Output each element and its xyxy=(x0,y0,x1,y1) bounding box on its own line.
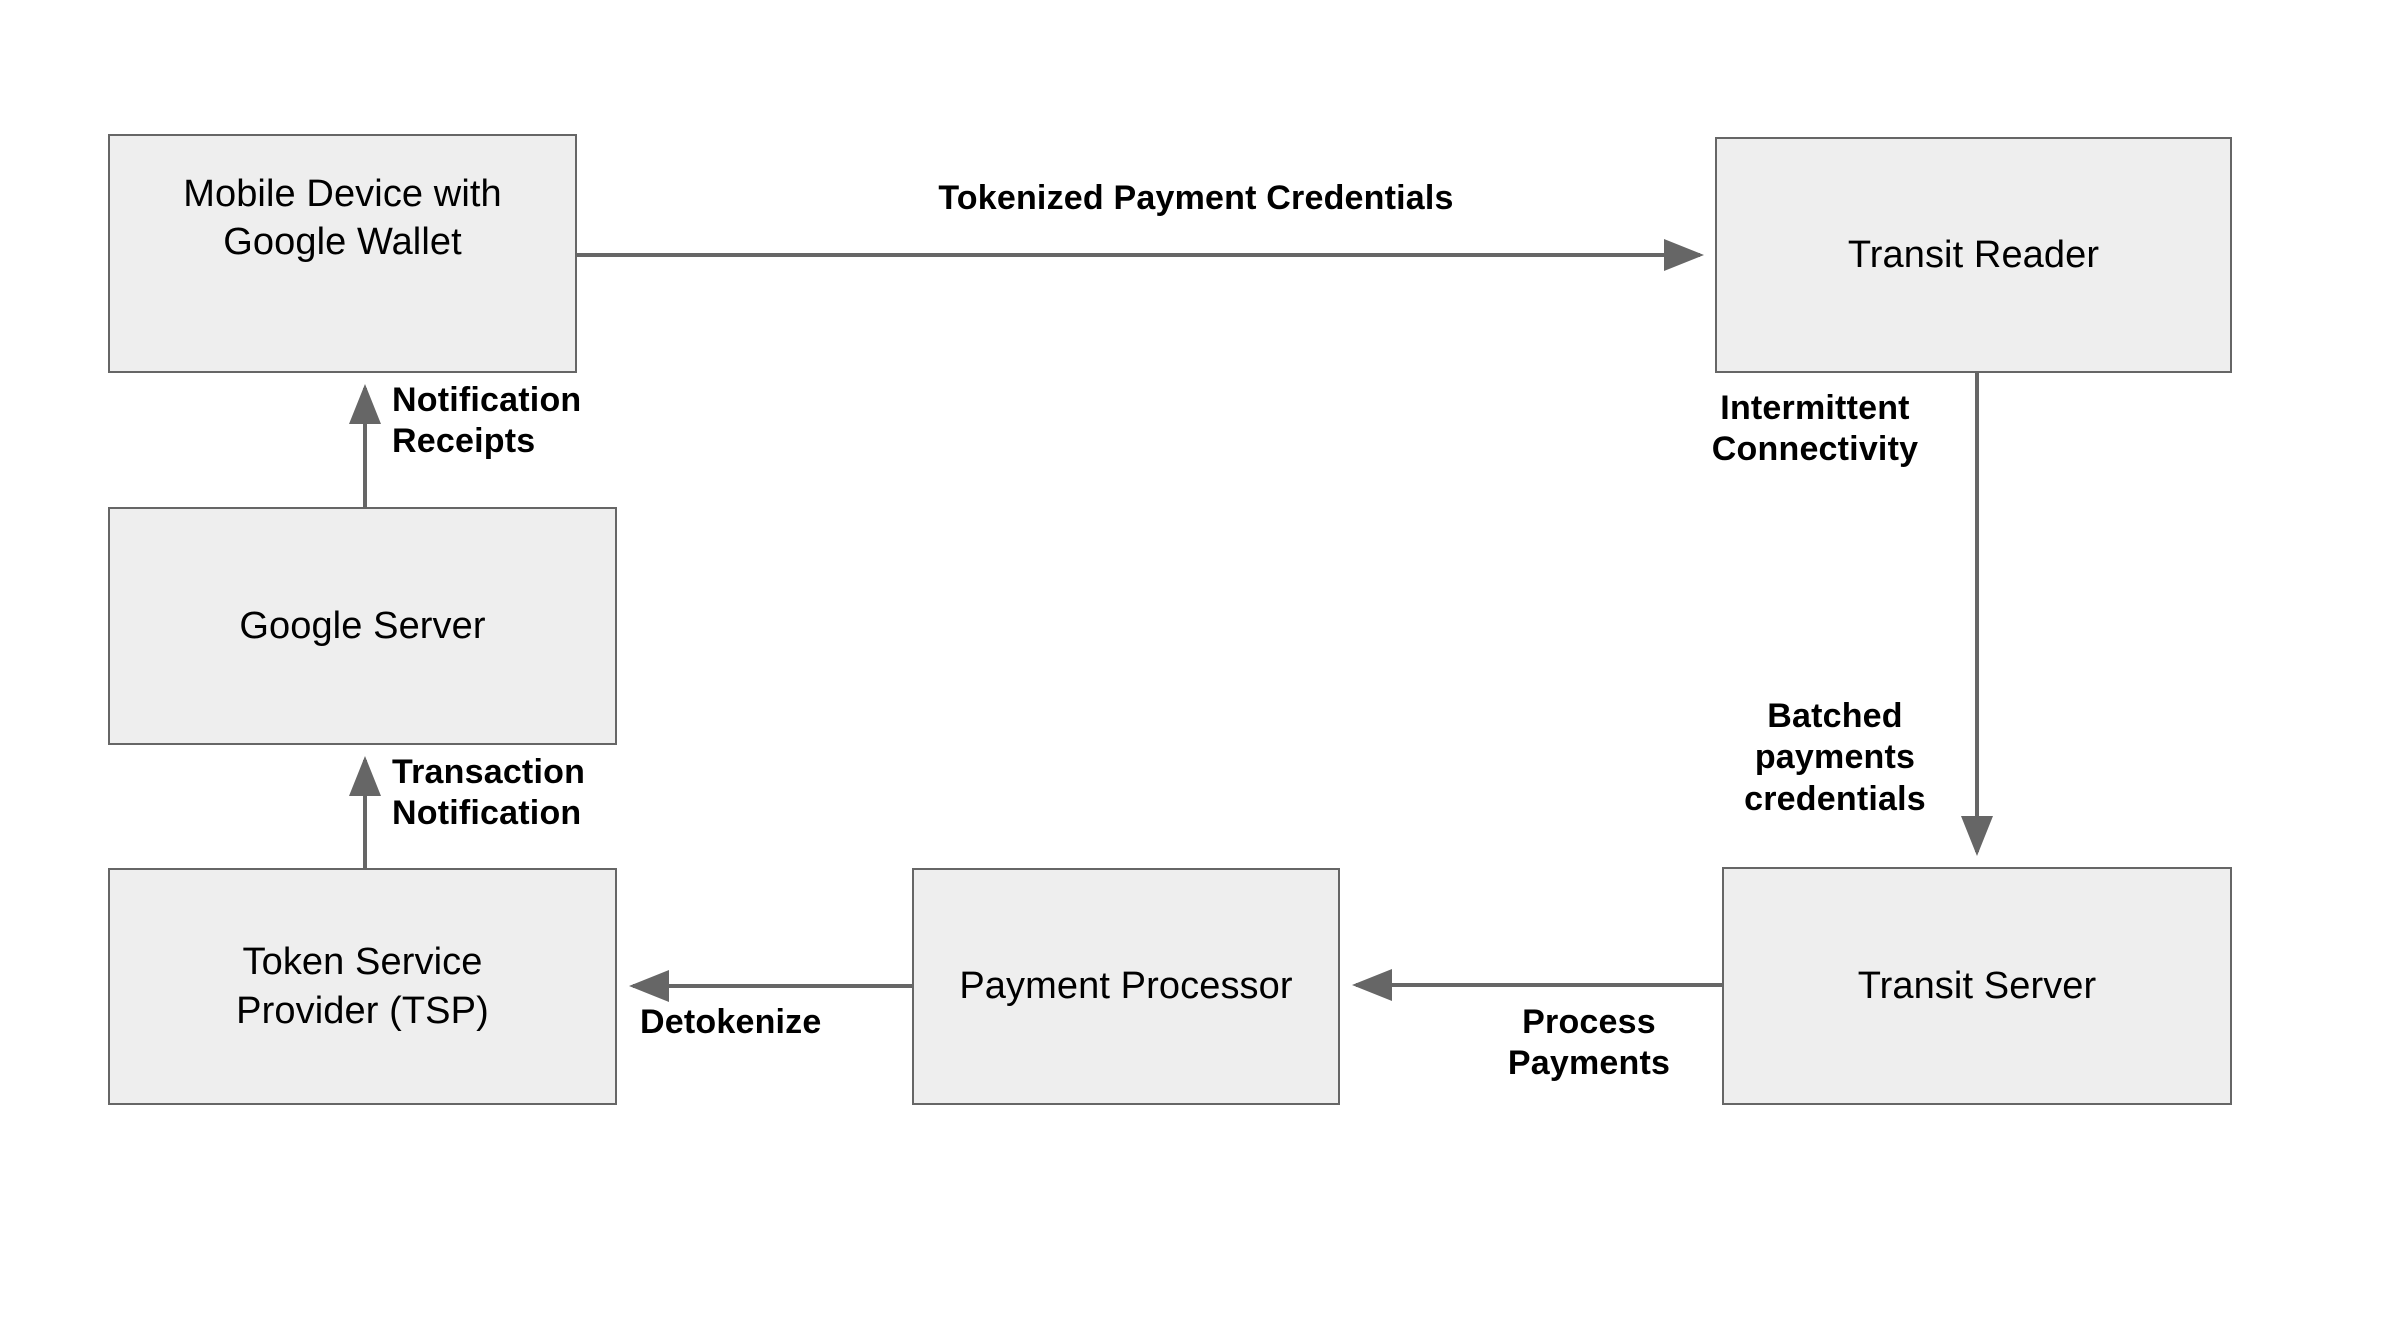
edge-label-line-1: Intermittent xyxy=(1720,389,1910,427)
edge-label-transaction-notification: Transaction Notification xyxy=(392,752,692,835)
edge-label-intermittent-connectivity: Intermittent Connectivity xyxy=(1660,388,1970,471)
node-label-line-1: Mobile Device with xyxy=(183,173,502,215)
edge-label-line-1: Tokenized Payment Credentials xyxy=(938,179,1454,217)
node-token-service-provider[interactable]: Token Service Provider (TSP) xyxy=(108,868,617,1105)
node-label-line-1: Transit Server xyxy=(1857,964,2097,1007)
edge-label-process-payments: Process Payments xyxy=(1464,1002,1714,1085)
edge-label-line-3: credentials xyxy=(1744,779,1926,818)
edge-label-tokenized-payment-credentials: Tokenized Payment Credentials xyxy=(832,178,1560,219)
node-label-line-1: Google Server xyxy=(239,604,486,647)
node-label-line-1: Payment Processor xyxy=(959,965,1293,1008)
node-label-line-2: Google Wallet xyxy=(223,221,462,264)
edge-label-line-2: Receipts xyxy=(392,422,536,461)
edge-label-notification-receipts: Notification Receipts xyxy=(392,380,692,463)
edge-label-detokenize: Detokenize xyxy=(640,1002,940,1043)
edge-label-line-1: Process xyxy=(1522,1003,1656,1041)
edge-label-batched-payments-credentials: Batched payments credentials xyxy=(1700,696,1970,820)
edge-label-line-2: Payments xyxy=(1507,1044,1671,1083)
edge-label-line-1: Notification xyxy=(392,381,582,419)
node-label-line-2: Provider (TSP) xyxy=(236,989,489,1032)
node-transit-reader[interactable]: Transit Reader xyxy=(1715,137,2232,373)
node-label-line-1: Token Service xyxy=(242,941,483,984)
node-payment-processor[interactable]: Payment Processor xyxy=(912,868,1340,1105)
edge-label-line-1: Transaction xyxy=(392,753,586,791)
edge-label-line-1: Batched xyxy=(1767,697,1903,735)
edge-label-line-2: payments xyxy=(1754,738,1916,777)
edge-label-line-1: Detokenize xyxy=(640,1003,822,1041)
edge-label-line-2: Notification xyxy=(392,794,582,833)
edge-label-line-2: Connectivity xyxy=(1711,430,1919,469)
node-google-server[interactable]: Google Server xyxy=(108,507,617,745)
node-mobile-device-with-google-wallet[interactable]: Mobile Device with Google Wallet xyxy=(108,134,577,373)
node-transit-server[interactable]: Transit Server xyxy=(1722,867,2232,1105)
node-label-line-1: Transit Reader xyxy=(1847,233,2100,276)
